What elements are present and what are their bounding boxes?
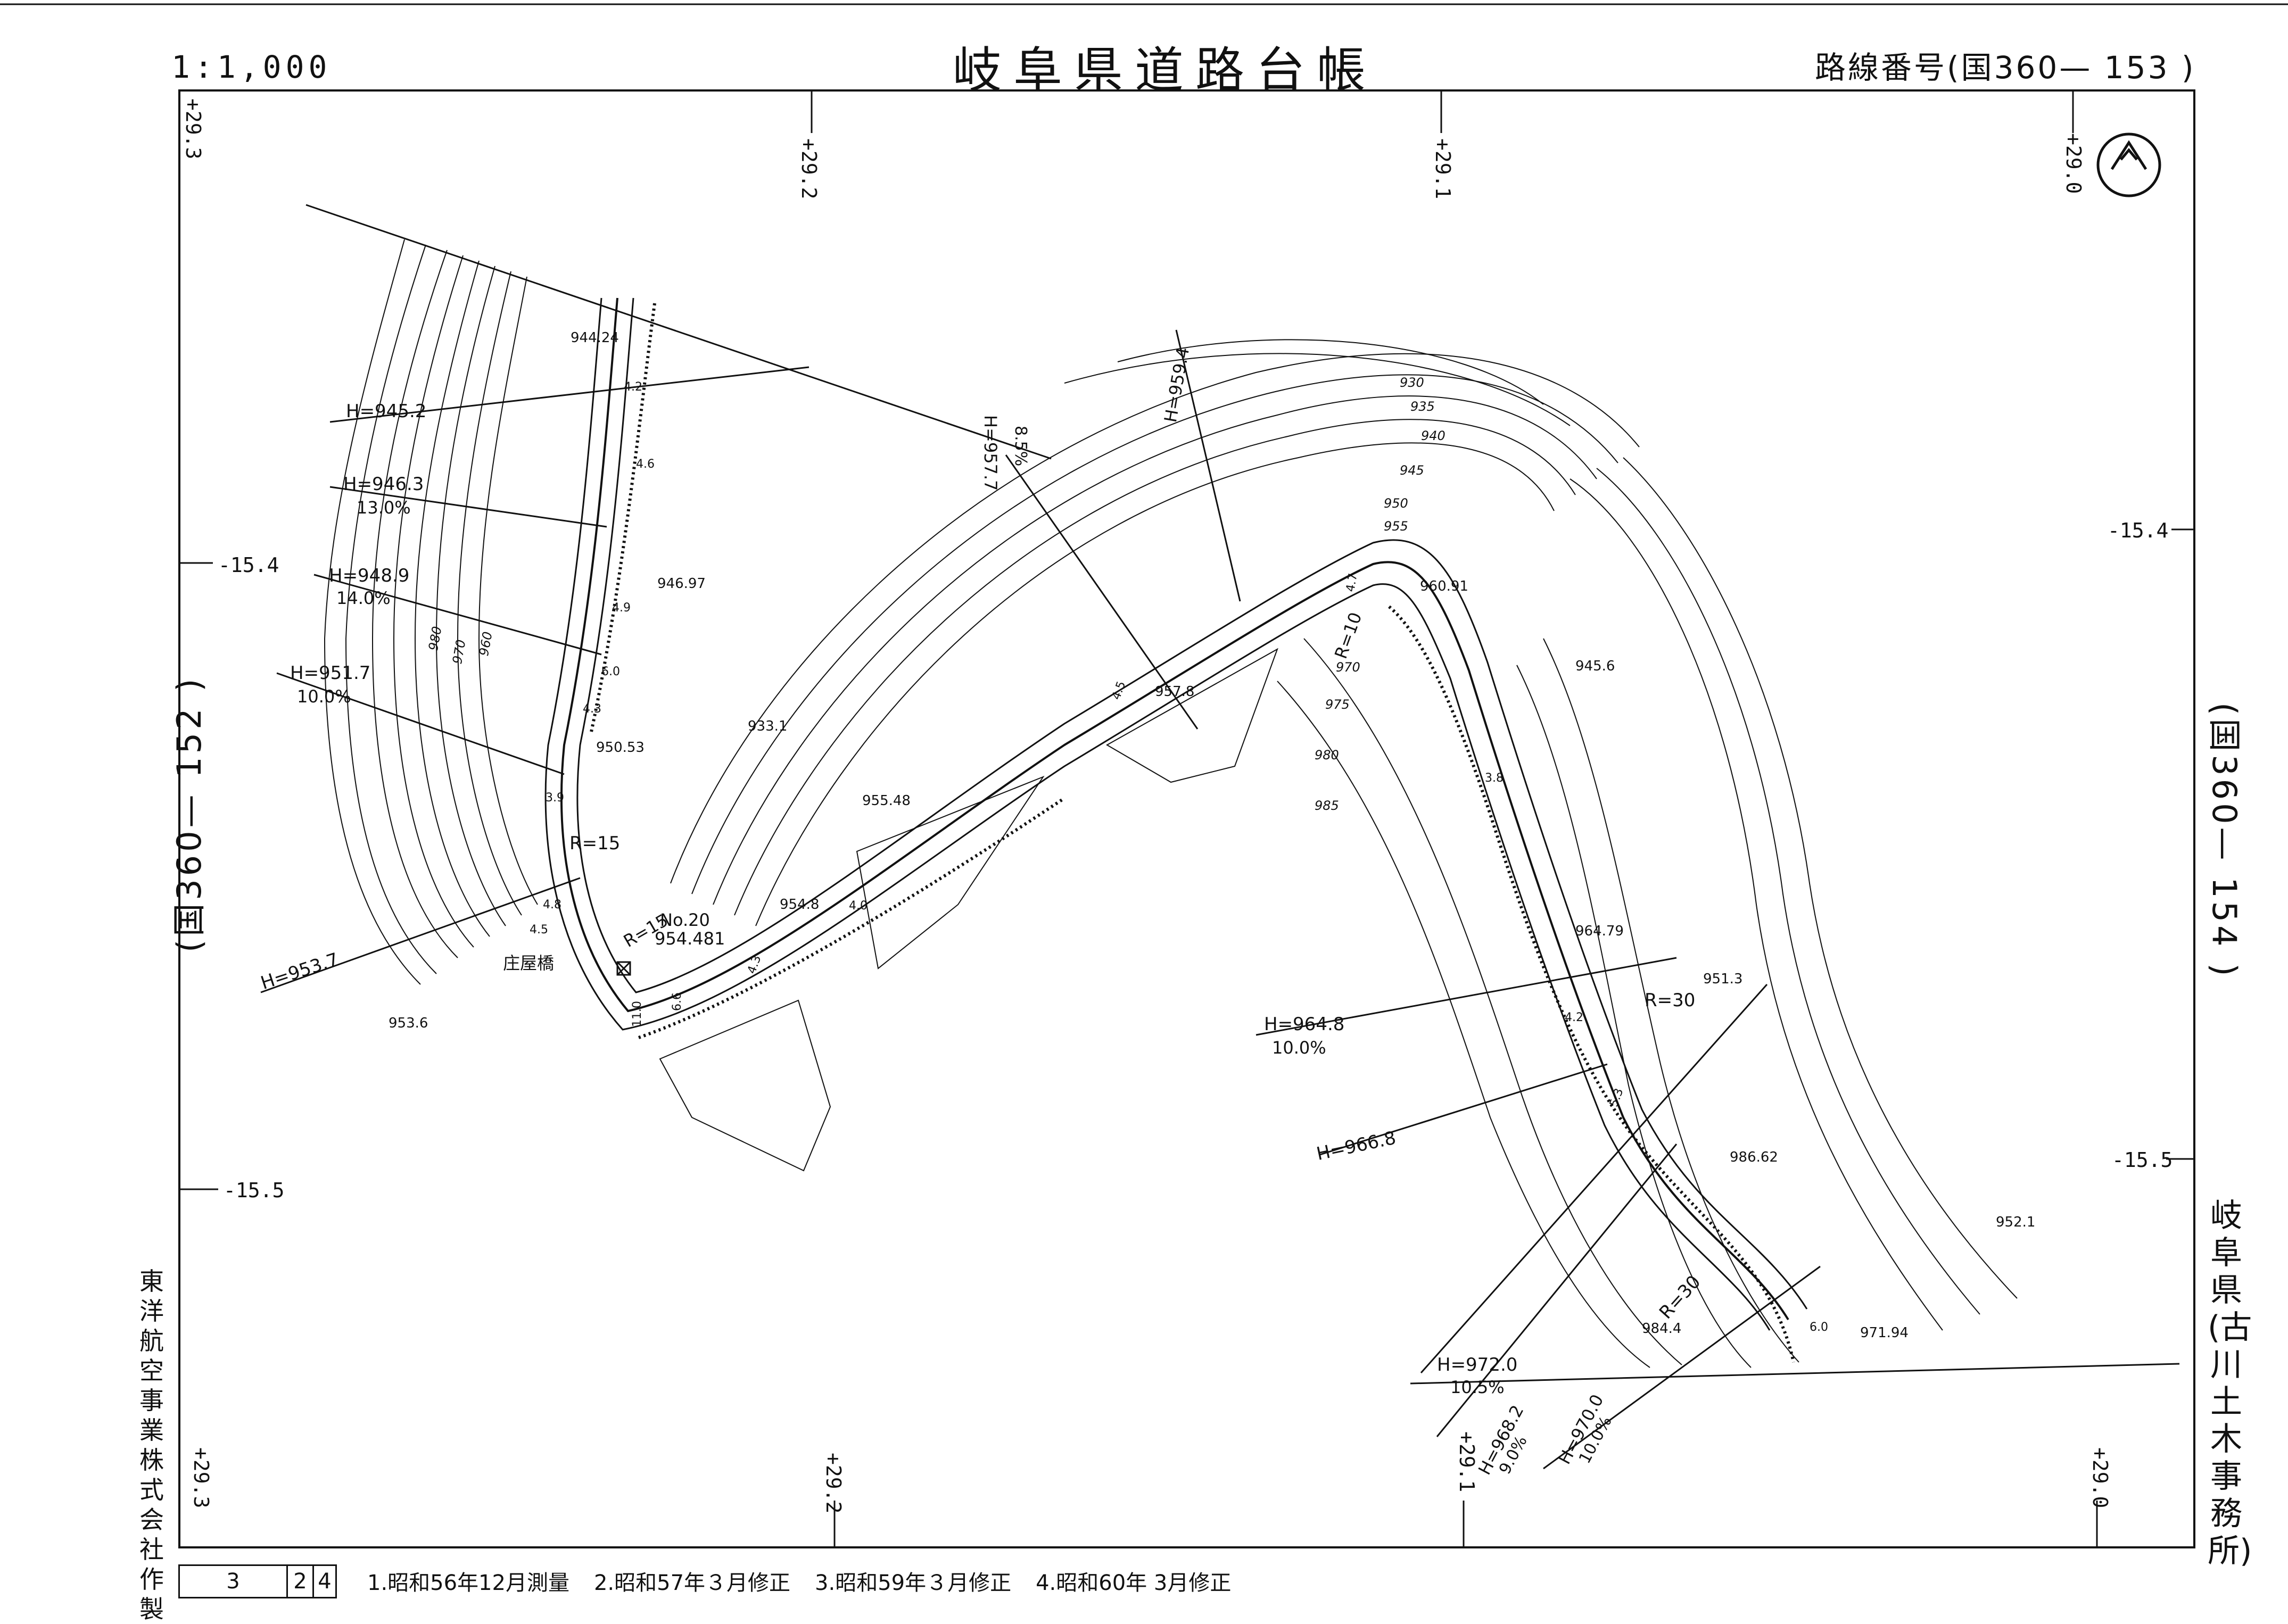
sheet-index-main: 3 [180,1566,288,1597]
spot-height: 964.79 [1575,923,1624,939]
spot-height: 986.62 [1730,1149,1778,1165]
curve-radius: R=30 [1645,990,1696,1011]
grade-label: 8.5% [1011,426,1030,467]
road-width: 4.9 [612,601,631,615]
spot-height: 984.4 [1642,1321,1682,1337]
station-number: No.20 [660,910,710,930]
north-arrow-icon [2096,132,2161,197]
fill-area-hatch [659,648,1278,1172]
grade-label: 14.0% [336,588,391,608]
spot-height: 960.91 [1420,578,1468,594]
revision-2: 2.昭和57年３月修正 [593,1571,791,1595]
road-width: 4.8 [543,898,561,912]
contour-lines-left [324,239,538,985]
elevation-label: H=951.7 [290,662,371,684]
grade-label: 10.5% [1450,1377,1505,1397]
road-width: 3.8 [1485,772,1504,785]
road-width: 4.2 [624,380,642,394]
sheet-index-left: 2 [288,1566,314,1597]
road-width: 4.0 [849,899,868,913]
contour-value: 985 [1315,798,1339,813]
elevation-label: H=957.7 [980,415,1001,491]
contour-value: 980 [1315,748,1339,763]
spot-height: 946.97 [657,576,706,592]
map-frame [178,89,2195,1548]
spot-height: 951.3 [1703,971,1743,987]
spot-height: 945.6 [1575,658,1615,674]
elevation-label: H=945.2 [346,401,427,422]
curve-radius: R=15 [569,833,621,854]
sheet-index: 3 2 4 [178,1564,337,1598]
boundary-line-bottom [1410,1363,2180,1385]
grid-label-right-2: -15.5 [2112,1148,2173,1172]
spot-height: 933.1 [748,718,788,734]
elevation-label: H=964.8 [1264,1014,1345,1035]
grid-label-left-2: -15.5 [224,1179,285,1202]
spot-height: 944.24 [571,330,619,346]
grid-label-right-1: -15.4 [2108,519,2169,542]
spot-height: 957.8 [1155,684,1195,700]
road-width: 4.5 [530,923,548,937]
retaining-wall [589,303,1795,1363]
road-width: 4.3 [583,702,601,716]
contour-lines-right [1277,457,2018,1368]
contour-value: 935 [1410,399,1435,414]
revision-4: 4.昭和60年 3月修正 [1036,1571,1232,1595]
spot-height: 952.1 [1996,1214,2036,1230]
road-centerline [560,297,1789,1321]
grid-label-left-1: -15.4 [218,553,279,577]
sheet-index-right: 4 [318,1569,332,1594]
route-number: 路線番号(国360— 153 ) [1815,49,2196,86]
contour-lines-center [670,339,1640,926]
road-width: 6.6 [671,992,684,1011]
contour-value: 945 [1400,463,1424,478]
elevation-label: H=948.9 [329,565,410,586]
road-width: 4.6 [636,458,655,471]
contour-value: 940 [1421,428,1446,443]
road-width: 4.2 [1565,1011,1583,1024]
grade-label: 13.0% [357,498,411,518]
road-width: 6.0 [1810,1321,1828,1334]
elevation-label: H=946.3 [343,474,424,495]
map-maker: 東洋航空事業株式会社作製 [139,1267,164,1623]
contour-value: 970 [1336,660,1360,675]
grid-ticks [178,89,2195,1548]
office-name: 岐阜県(古川土木事務所) [2208,1197,2252,1570]
station-elevation: 954.481 [655,929,725,949]
spot-height: 955.48 [862,793,911,809]
contour-value: 950 [1384,496,1408,511]
spot-height: 953.6 [389,1015,428,1031]
leader-lines [260,329,1821,1470]
road-edge-right [576,297,1808,1310]
contour-value: 975 [1325,697,1350,712]
revision-history: 1.昭和56年12月測量 2.昭和57年３月修正 3.昭和59年３月修正 4.昭… [367,1565,1231,1596]
contour-value: 930 [1400,375,1424,390]
revision-3: 3.昭和59年３月修正 [815,1571,1012,1595]
elevation-label: H=972.0 [1437,1354,1518,1376]
spot-height: 971.94 [1860,1325,1909,1341]
grade-label: 10.0% [1272,1038,1326,1058]
road-width: 3.9 [546,791,564,805]
contour-value: 955 [1384,519,1408,534]
road-width: 11.0 [631,1001,644,1027]
revision-1: 1.昭和56年12月測量 [367,1571,569,1595]
road-edge-left [544,297,1771,1331]
grade-label: 10.0% [297,686,351,707]
map-scale: 1:1,000 [171,49,332,85]
boundary-line-top [305,204,1052,460]
spot-height: 950.53 [596,740,645,756]
road-width: 6.0 [601,665,620,678]
bridge-name: 庄屋橋 [503,953,555,973]
bridge-marker-icon [616,961,631,976]
spot-height: 954.8 [780,897,820,913]
